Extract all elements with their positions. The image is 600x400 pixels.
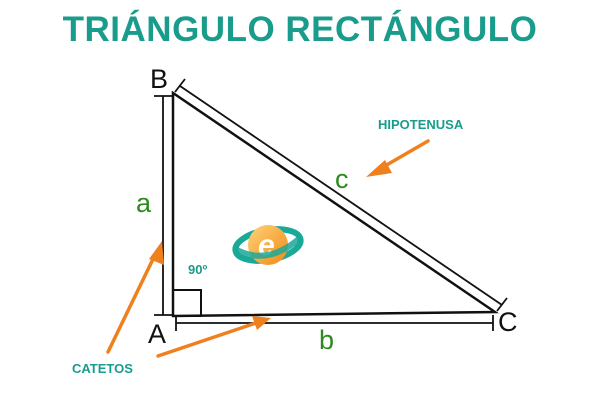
annotation-arrows: [106, 139, 430, 358]
cateto-a-arrowhead: [149, 241, 164, 265]
dimension-lines: [154, 78, 508, 331]
dimension-tick-c-bottom: [496, 297, 508, 312]
vertex-a-label: A: [148, 319, 166, 349]
cateto-b-arrow-shaft: [156, 321, 258, 358]
diagram-title: TRIÁNGULO RECTÁNGULO: [62, 10, 538, 49]
side-c-label: c: [335, 164, 349, 194]
right-angle-marker: [172, 289, 202, 317]
triangle: [171, 90, 499, 318]
dimension-line-c: [179, 85, 503, 306]
vertex-b-label: B: [150, 64, 168, 94]
right-angle-label: 90º: [188, 262, 207, 277]
e-logo-icon: e: [232, 225, 304, 265]
side-a-label: a: [136, 188, 152, 218]
vertex-c-label: C: [498, 307, 518, 337]
hypotenuse-note: HIPOTENUSA: [378, 117, 464, 132]
legs-note: CATETOS: [72, 361, 133, 376]
side-b-label: b: [319, 325, 334, 355]
dimension-tick-c-top: [174, 78, 186, 93]
triangle-outline: [171, 90, 499, 318]
cateto-a-arrow-shaft: [106, 253, 157, 354]
cateto-b-arrowhead: [252, 316, 271, 330]
hypotenuse-arrowhead: [366, 160, 392, 177]
